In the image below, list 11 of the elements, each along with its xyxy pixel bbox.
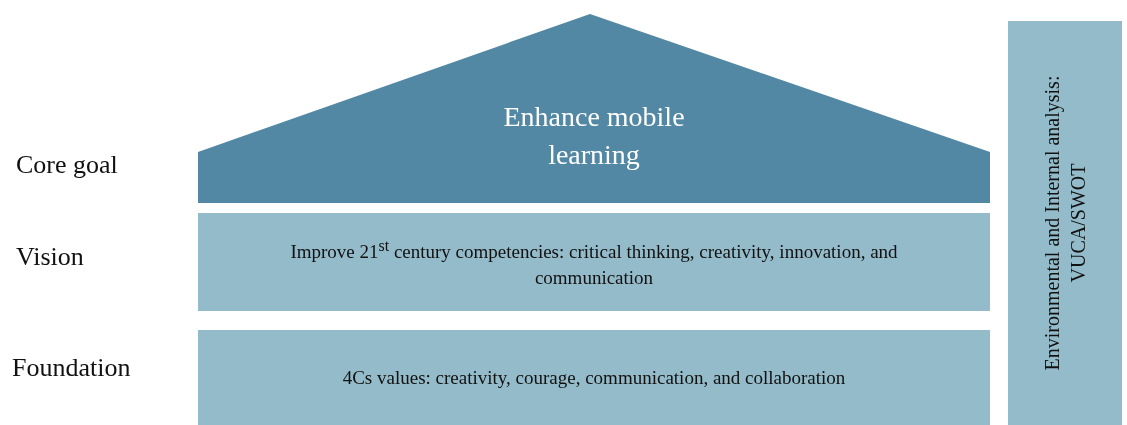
pillar-band [198,330,990,425]
level-label: Core goal [16,150,118,180]
analysis-text: Environmental and Internal analysis: VUCA/SWOT [1040,74,1090,373]
band-text: Improve 21$^{st}$ century competencies: critical thinking, creativity, innovation, and communication [289,235,899,291]
pillar-band [198,213,990,311]
band-text: 4Cs values: creativity, courage, communication, and collaboration [341,365,847,390]
level-label: Vision [16,242,84,272]
goal-text: Enhance mobile learning [502,100,686,172]
level-label: Foundation [12,353,131,383]
side-band [1008,21,1122,425]
roof-shape [198,14,990,203]
